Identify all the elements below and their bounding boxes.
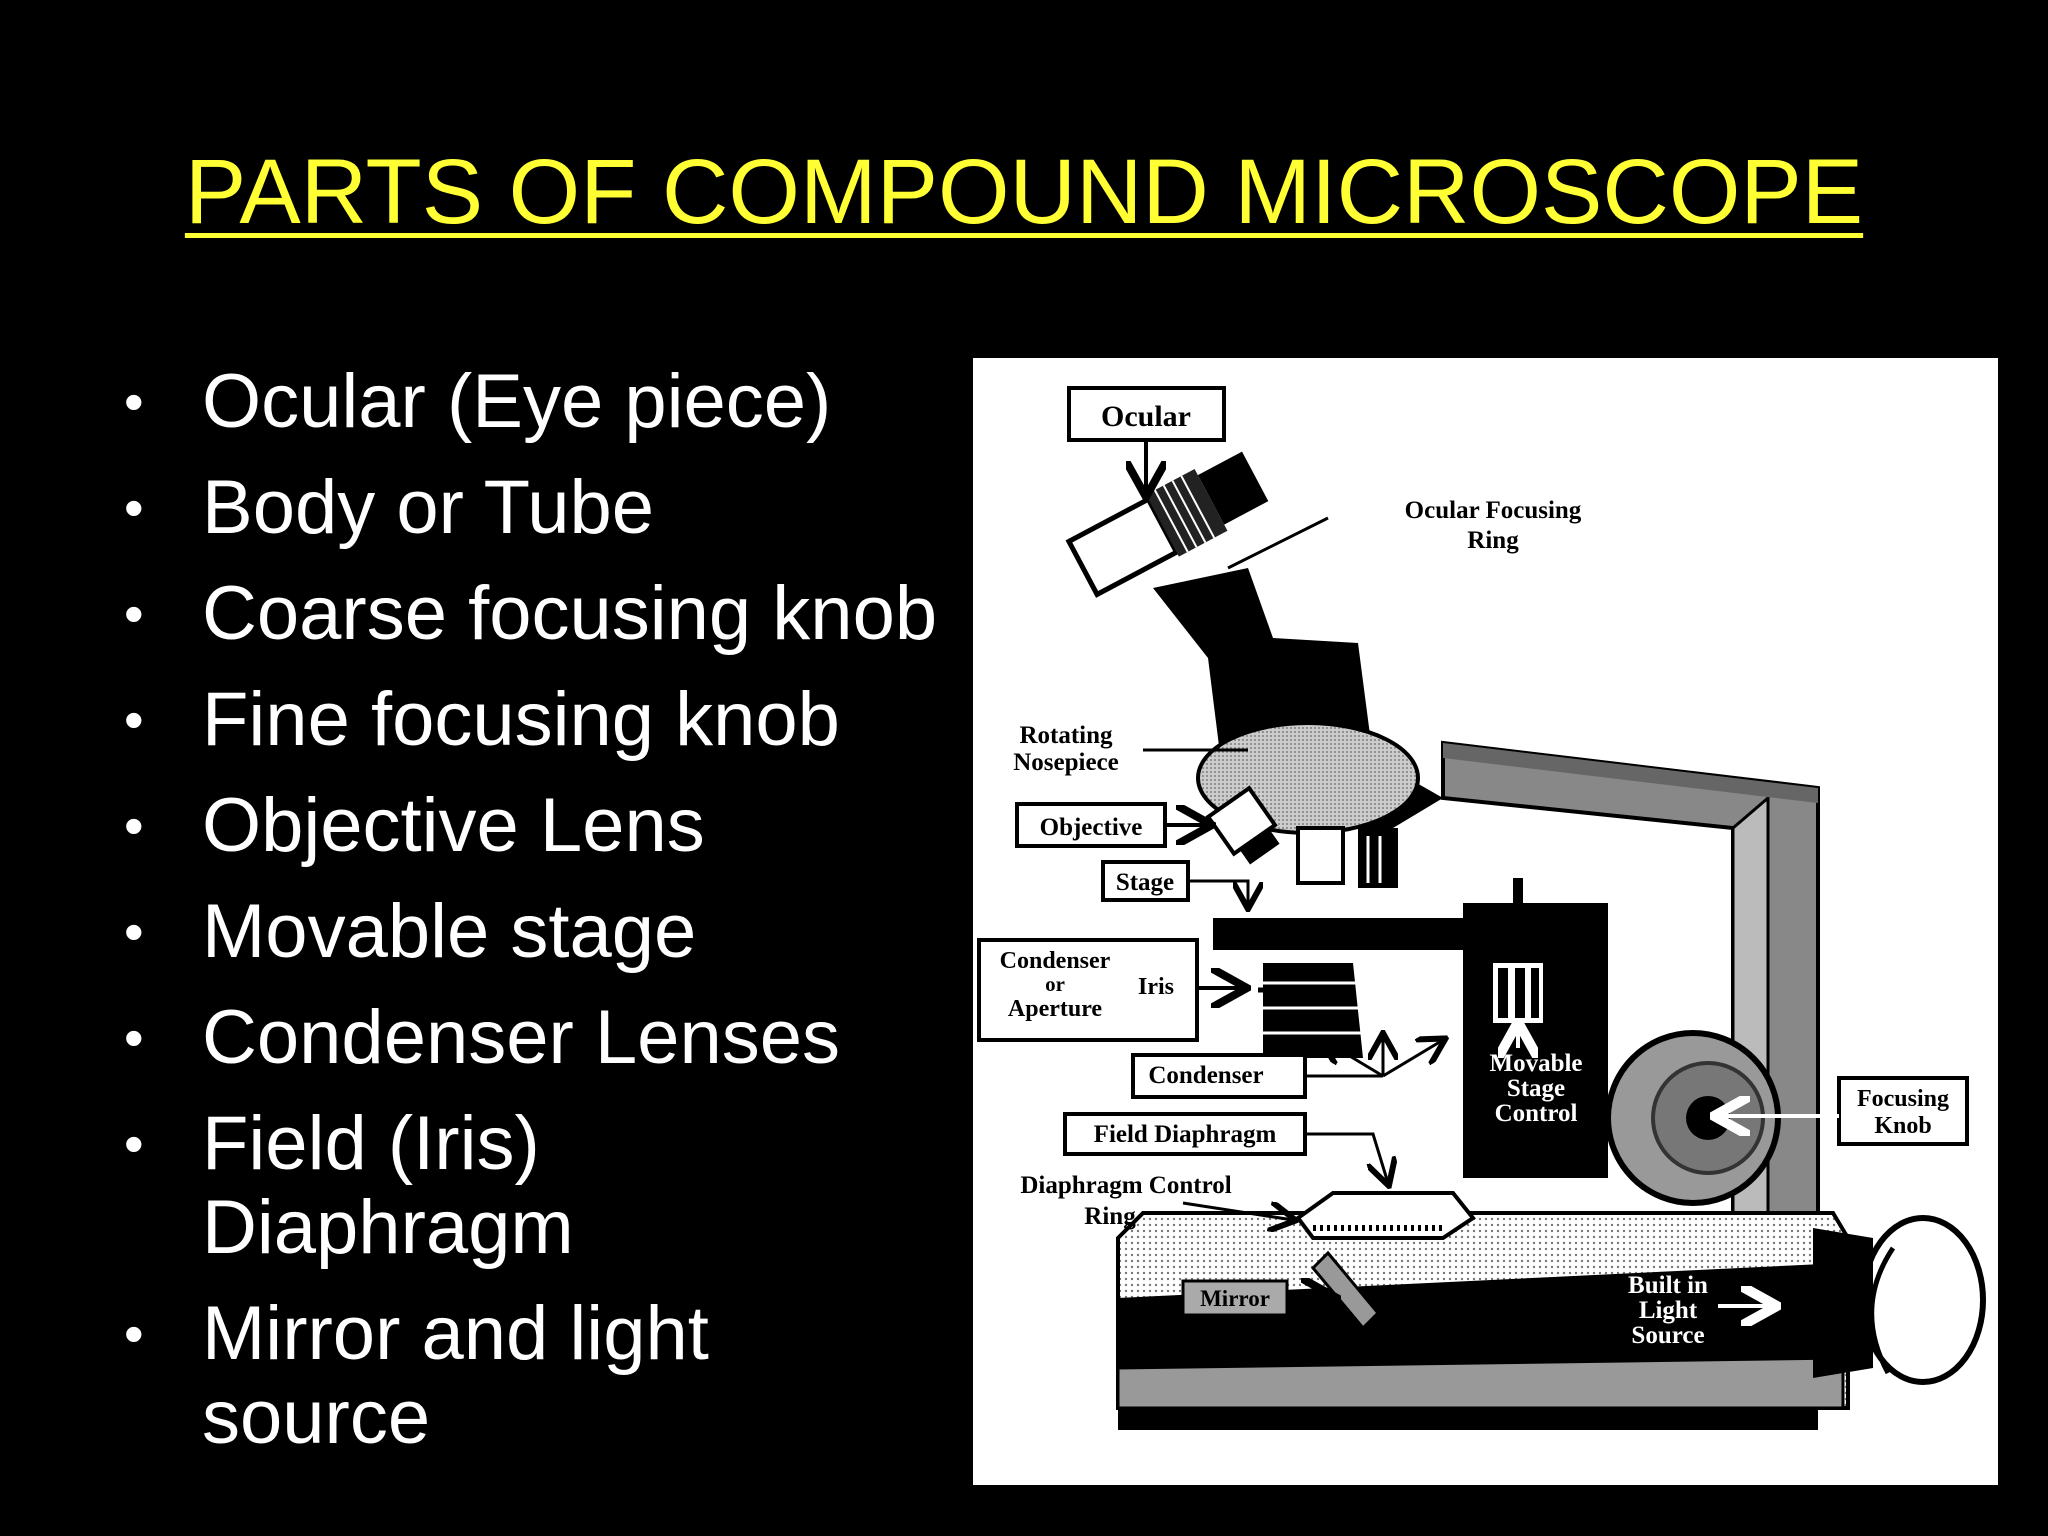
label-text: Stage <box>1507 1075 1565 1102</box>
label-text: Ocular <box>1101 400 1191 433</box>
label-text: Field Diaphragm <box>1094 1121 1277 1148</box>
list-item: Movable stage <box>120 890 937 975</box>
label-diaphragm-control-ring: Diaphragm Control Ring <box>1020 1172 1293 1230</box>
label-text: Knob <box>1874 1113 1931 1139</box>
label-text: Iris <box>1138 974 1174 1000</box>
label-focusing-knob: Focusing Knob <box>1718 1076 1969 1146</box>
list-item: Fine focusing knob <box>120 678 937 763</box>
label-built-in-light-source: Built in Light Source <box>1628 1272 1773 1349</box>
list-item: Ocular (Eye piece) <box>120 360 937 445</box>
list-item: Body or Tube <box>120 466 937 551</box>
label-text: Built in <box>1628 1272 1708 1299</box>
label-text: Objective <box>1040 814 1143 841</box>
label-text: Focusing <box>1857 1086 1949 1112</box>
list-item: Objective Lens <box>120 784 937 869</box>
label-text: Diaphragm Control <box>1020 1172 1231 1199</box>
parts-list: Ocular (Eye piece) Body or Tube Coarse f… <box>120 360 937 1482</box>
label-text: Ocular Focusing <box>1405 497 1582 524</box>
list-item: Condenser Lenses <box>120 996 937 1081</box>
label-text: Aperture <box>1008 996 1103 1022</box>
label-mirror: Mirror <box>1181 1281 1333 1315</box>
label-text: Control <box>1495 1100 1578 1127</box>
list-item: Field (Iris) Diaphragm <box>120 1102 937 1270</box>
label-text: Source <box>1631 1322 1704 1349</box>
label-text: Condenser <box>1000 948 1111 974</box>
label-text: Light <box>1639 1297 1698 1324</box>
list-item: Coarse focusing knob <box>120 572 937 657</box>
label-condenser-iris: Condenser or Aperture Iris <box>977 938 1268 1042</box>
label-movable-stage-control: Movable Stage Control <box>1489 1026 1583 1127</box>
page-title: PARTS OF COMPOUND MICROSCOPE <box>184 141 1864 243</box>
label-field-diaphragm: Field Diaphragm <box>1063 1112 1388 1183</box>
label-objective: Objective <box>1015 802 1208 848</box>
microscope-diagram: Ocular Ocular Focusing Ring Rotating Nos… <box>973 358 1998 1485</box>
label-text: Ring <box>1084 1203 1136 1230</box>
label-ocular-focusing-ring: Ocular Focusing Ring <box>1227 497 1582 570</box>
label-text: Stage <box>1116 869 1174 896</box>
label-stage: Stage <box>1101 860 1248 906</box>
microscope-illustration <box>1065 451 1986 1430</box>
label-text: Nosepiece <box>1013 749 1119 776</box>
label-rotating-nosepiece: Rotating Nosepiece <box>1013 722 1248 776</box>
label-text: Ring <box>1467 527 1519 554</box>
label-ocular: Ocular <box>1067 386 1226 493</box>
label-condenser: Condenser <box>1131 1036 1443 1099</box>
label-text: or <box>1045 972 1065 996</box>
label-text: Mirror <box>1200 1286 1270 1311</box>
label-text: Movable <box>1489 1050 1582 1077</box>
label-text: Condenser <box>1148 1062 1263 1089</box>
list-item: Mirror and light source <box>120 1292 937 1460</box>
label-text: Rotating <box>1019 722 1113 749</box>
